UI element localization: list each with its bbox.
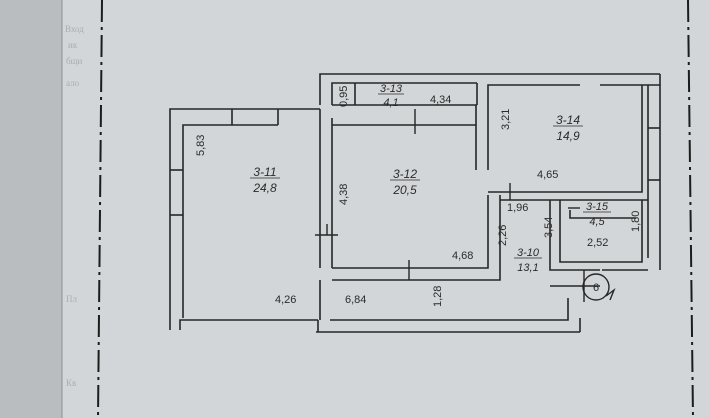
dim-0-95: 0,95 (338, 86, 350, 107)
dim-3-54: 3,54 (543, 217, 555, 238)
room-area-3-15: 4,5 (589, 216, 605, 228)
wall-3-14-bottom (488, 85, 643, 193)
wall-3-15-inner (569, 210, 636, 219)
room-area-3-14: 14,9 (556, 129, 580, 143)
room-code-3-14: 3-14 (556, 113, 580, 127)
dim-4-34: 4,34 (430, 94, 451, 106)
dim-4-65: 4,65 (537, 169, 558, 181)
room-code-3-10: 3-10 (517, 247, 540, 259)
room-code-3-12: 3-12 (393, 167, 417, 181)
dim-3-21: 3,21 (500, 109, 512, 130)
wall-bottom-inner (330, 298, 569, 321)
dim-5-83: 5,83 (195, 135, 207, 156)
doors (315, 109, 616, 302)
wall-bottom-left (179, 319, 318, 330)
margin-text-6: Кв (66, 378, 76, 388)
dim-2-26: 2,26 (497, 225, 509, 246)
dimension-labels: 0,95 4,34 3,21 5,83 4,38 4,65 1,96 1,80 … (195, 86, 642, 307)
dim-2-52: 2,52 (587, 237, 608, 249)
room-area-3-10: 13,1 (517, 262, 538, 274)
dim-4-68: 4,68 (452, 250, 473, 262)
room-labels: 3-13 4,1 3-11 24,8 3-12 20,5 3-14 14,9 3… (250, 83, 611, 294)
margin-text-2: ик (68, 40, 78, 50)
section-mark-number: 6 (593, 282, 599, 294)
section-mark-circle (582, 273, 610, 301)
margin-text-4: ало (66, 78, 80, 88)
wall-3-15-outer (559, 200, 643, 263)
margin-text-1: Вход (65, 24, 84, 34)
margin-text-5: Пл (66, 294, 77, 304)
dim-4-38: 4,38 (338, 184, 350, 205)
dim-1-96: 1,96 (507, 202, 528, 214)
room-code-3-15: 3-15 (586, 201, 609, 213)
dim-6-84: 6,84 (345, 294, 366, 306)
sheet (62, 0, 710, 418)
wall-top-outer (319, 73, 660, 105)
wall-left-inner (182, 124, 278, 318)
dim-1-80: 1,80 (630, 211, 642, 232)
dim-1-28: 1,28 (432, 286, 444, 307)
wall-top-inner (331, 82, 477, 105)
room-area-3-11: 24,8 (252, 181, 277, 195)
room-area-3-12: 20,5 (392, 183, 417, 197)
room-code-3-13: 3-13 (380, 83, 403, 95)
wall-3-12-bottom-inner (332, 195, 501, 281)
room-area-3-13: 4,1 (383, 97, 398, 109)
margin-text-3: бщи (66, 56, 83, 66)
section-mark-arrow (605, 287, 616, 301)
left-page-edge (0, 0, 62, 418)
wall-left-outer (169, 108, 320, 330)
room-code-3-11: 3-11 (253, 165, 276, 179)
wall-3-12-bottom (332, 195, 489, 269)
wall-3-14-top-left (487, 84, 580, 105)
dim-4-26: 4,26 (275, 294, 296, 306)
